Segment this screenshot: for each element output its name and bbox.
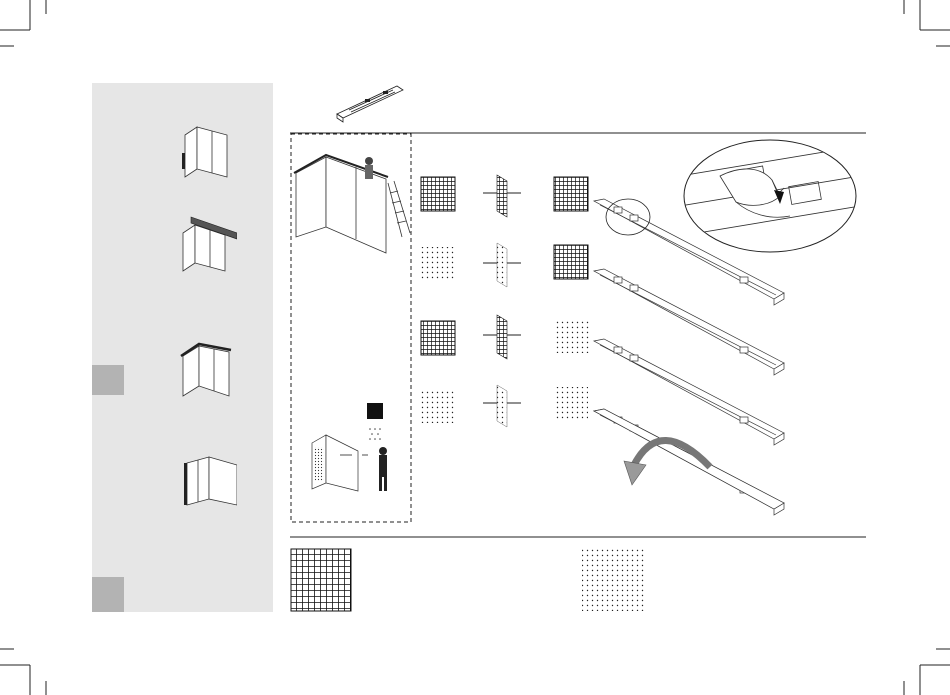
legend-grid-swatch [291, 549, 351, 611]
hand-inserting-clip-icon [680, 136, 860, 256]
overview-box [290, 133, 412, 523]
row-2 [421, 243, 588, 287]
row-1 [421, 175, 588, 217]
pattern-legend [290, 548, 650, 612]
pattern-rows [415, 165, 600, 435]
row-4 [421, 385, 588, 427]
wall-with-ladder-icon [294, 155, 410, 253]
legend-dots-swatch [582, 549, 644, 611]
row-3 [421, 315, 590, 359]
wall-with-person-icon [312, 403, 387, 491]
